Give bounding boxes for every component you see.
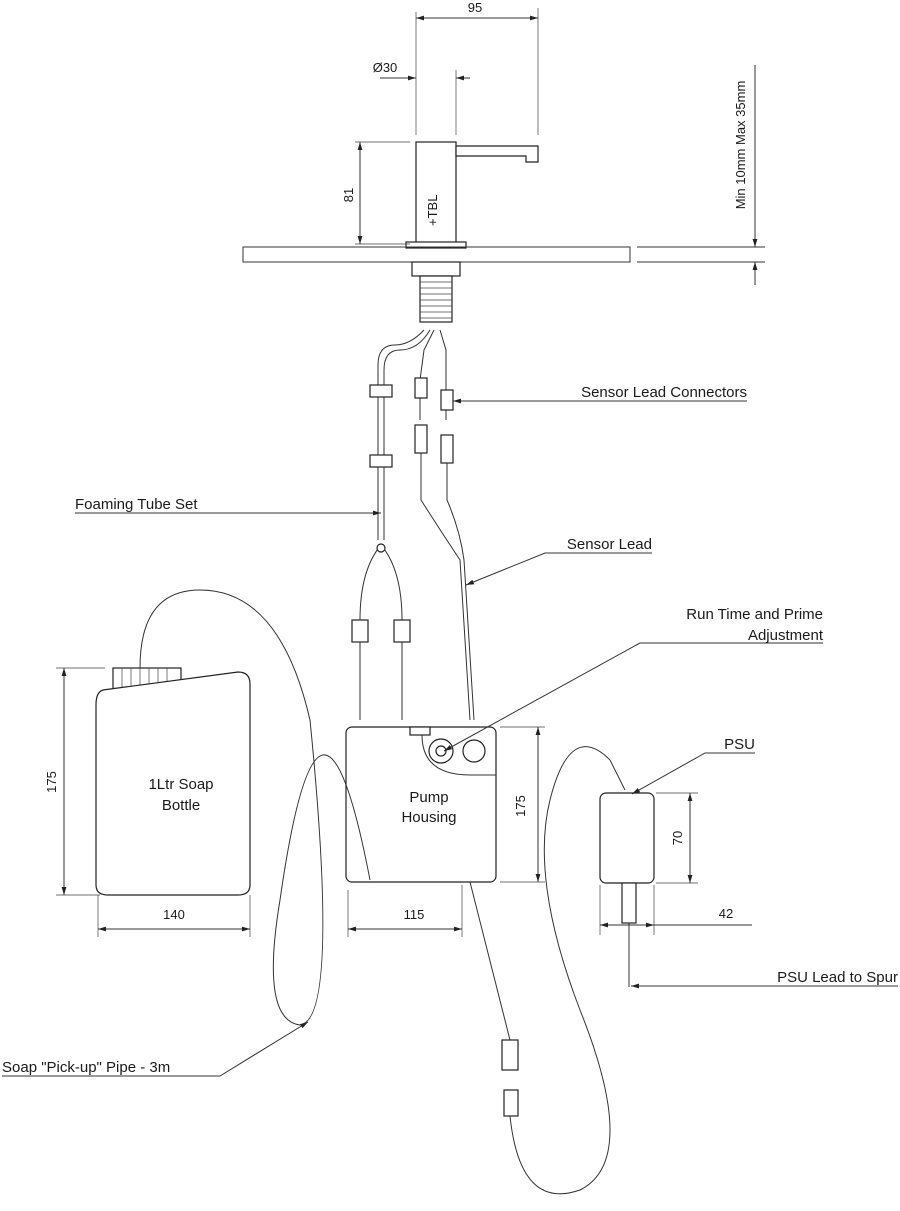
bottle-label-line2: Bottle — [162, 797, 200, 814]
label-pickup-pipe: Soap "Pick-up" Pipe - 3m — [2, 1059, 170, 1076]
label-foaming-tube-set: Foaming Tube Set — [75, 496, 198, 513]
pump-label-line1: Pump — [409, 789, 448, 806]
dim-pump-width: 115 — [404, 907, 425, 922]
brand-mark: +TBL — [425, 195, 440, 226]
dim-bottle-width: 140 — [163, 907, 185, 922]
dim-body-height: 81 — [341, 188, 356, 202]
label-sensor-lead-connectors: Sensor Lead Connectors — [581, 384, 747, 401]
dim-spout-length: 95 — [468, 0, 482, 15]
dim-bottle-height: 175 — [44, 771, 59, 793]
foaming-tube-set — [351, 329, 431, 720]
label-run-time-line1: Run Time and Prime — [686, 606, 823, 623]
psu-lead — [469, 746, 626, 1195]
bottle-label-line1: 1Ltr Soap — [148, 776, 213, 793]
dim-psu-height: 70 — [670, 831, 685, 845]
label-sensor-lead: Sensor Lead — [567, 536, 652, 553]
dim-deck-thickness: Min 10mm Max 35mm — [733, 81, 748, 210]
threaded-shank — [411, 261, 461, 323]
dim-pump-height: 175 — [513, 795, 528, 817]
dimension-lines: 95 Ø30 81 Min 10mm Max 35mm 175 140 175 … — [44, 0, 758, 937]
dispenser-tap: +TBL — [405, 141, 539, 249]
leaders: Sensor Lead Connectors Foaming Tube Set … — [2, 384, 898, 1077]
label-run-time-line2: Adjustment — [748, 627, 824, 644]
dim-body-diameter: Ø30 — [373, 60, 398, 75]
dim-psu-width: 42 — [719, 906, 733, 921]
label-psu-lead: PSU Lead to Spur — [777, 969, 898, 986]
pump-housing: Pump Housing — [345, 726, 497, 883]
label-psu: PSU — [724, 736, 755, 753]
pickup-pipe — [139, 589, 371, 1026]
soap-bottle: 1Ltr Soap Bottle — [95, 667, 251, 896]
sensor-leads — [414, 329, 475, 721]
pump-label-line2: Housing — [401, 809, 456, 826]
psu — [599, 792, 655, 987]
countertop — [242, 246, 765, 263]
